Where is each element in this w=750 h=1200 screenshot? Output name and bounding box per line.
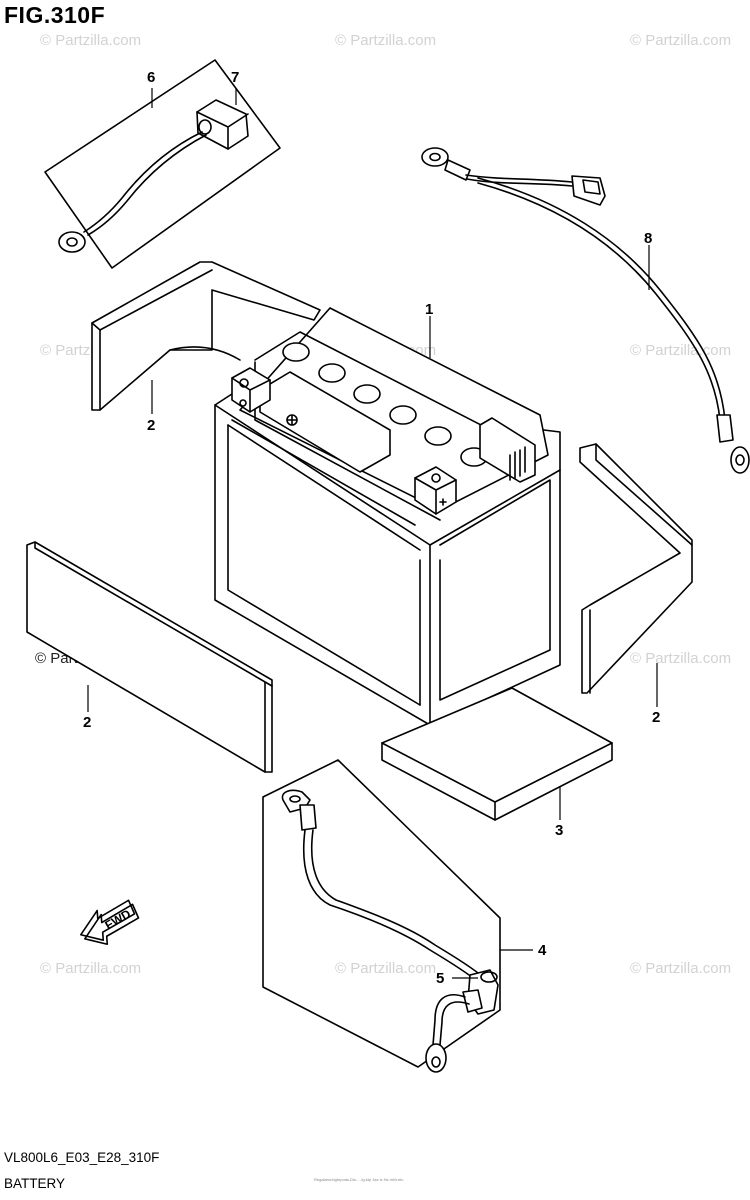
battery-1 (214, 307, 561, 726)
watermark: © Partzilla.com (335, 32, 436, 49)
part-2-pad-upper-left (91, 261, 321, 411)
callout-numbers: 6 7 1 2 2 2 3 8 4 5 (83, 69, 660, 987)
part-3-pad (381, 687, 613, 821)
fwd-arrow-icon: FWD (80, 899, 140, 946)
watermark: © Partzilla.com (40, 960, 141, 977)
part-2-pad-lower-left (26, 541, 273, 773)
fine-print: Regalarunhgfnpoas.Dlo... Jg.ktp Jaz is H… (314, 1177, 404, 1182)
callout-5: 5 (436, 970, 444, 987)
watermark: © Partzilla.com (630, 342, 731, 359)
part-4-5-group (262, 759, 501, 1073)
watermark: © Partzilla.com (630, 32, 731, 49)
part-6-boundary (44, 59, 281, 269)
leader-lines (87, 88, 658, 979)
callout-2-right: 2 (652, 709, 660, 726)
part-2-pad-right (579, 443, 693, 694)
watermark: © Partzilla.com (630, 650, 731, 667)
callout-7: 7 (231, 69, 239, 86)
watermark: © Partzilla.com (335, 960, 436, 977)
coupler-boot (198, 119, 212, 135)
callout-3: 3 (555, 822, 563, 839)
callout-2-upper-left: 2 (147, 417, 155, 434)
callout-4: 4 (538, 942, 547, 959)
callout-1: 1 (425, 301, 433, 318)
callout-2-lower-left: 2 (83, 714, 91, 731)
part-6-7-group (44, 59, 281, 269)
figure-name: BATTERY (4, 1176, 66, 1191)
figure-code: VL800L6_E03_E28_310F (4, 1150, 160, 1165)
part-8-cable (421, 147, 750, 474)
watermark: © Partzilla.com (630, 960, 731, 977)
figure-title: FIG.310F (4, 2, 106, 28)
part-4-boundary (262, 759, 501, 1068)
callout-6: 6 (147, 69, 155, 86)
watermark: © Partzilla.com (40, 32, 141, 49)
callout-8: 8 (644, 230, 652, 247)
